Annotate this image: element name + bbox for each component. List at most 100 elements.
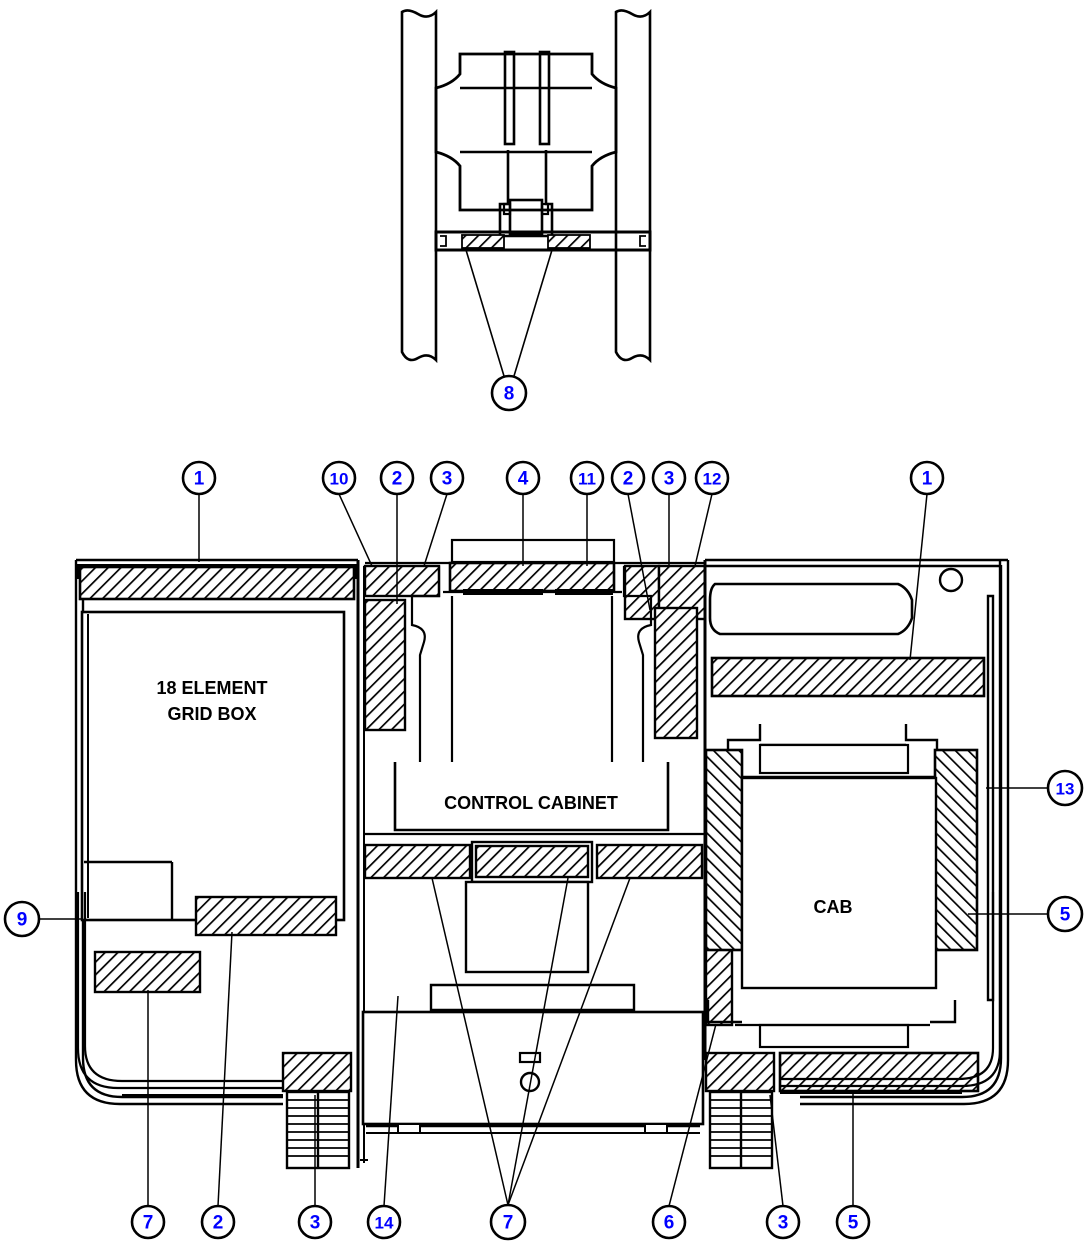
cab-post-left: [704, 748, 744, 952]
callout-11[interactable]: 11: [569, 460, 605, 496]
cab-window-bar: [758, 743, 910, 775]
handrail-right-inner: [780, 892, 995, 1081]
callout-circle: [505, 460, 541, 496]
callout-1[interactable]: 1: [909, 460, 945, 496]
callout-circle: [321, 460, 357, 496]
callout-number: 3: [442, 469, 453, 490]
deck-outline-left: [74, 560, 283, 1106]
callout-number: 14: [375, 1214, 394, 1233]
callout-circle: [181, 460, 217, 496]
main-plan-view: [74, 538, 1010, 1170]
beam-7-left: [363, 843, 472, 880]
callout-circle: [765, 1204, 801, 1240]
cab-label: CAB: [814, 897, 853, 917]
leader-12: [694, 493, 713, 567]
control-cabinet-body: [393, 762, 670, 832]
deck-outline-left-inner: [81, 565, 283, 1099]
callout-circle: [694, 460, 730, 496]
callout-circle: [490, 374, 528, 412]
control-cabinet-label: CONTROL CABINET: [444, 793, 618, 813]
pedestal-box: [508, 198, 544, 236]
callout-number: 9: [17, 910, 28, 931]
leader-2-upper-right: [627, 493, 651, 611]
cabinet-surround-right: [622, 566, 653, 762]
handrail-left-inner: [83, 892, 283, 1083]
beam-4-frame: [450, 538, 616, 564]
grid-box-label-line2: GRID BOX: [167, 704, 256, 724]
callout-5[interactable]: 5: [1046, 895, 1084, 933]
block-10-3: [363, 564, 441, 598]
callout-3[interactable]: 3: [651, 460, 687, 496]
callout-circle: [835, 1204, 871, 1240]
handrail-left-outer: [76, 892, 283, 1090]
deck-plate-1-right: [710, 656, 986, 698]
callout-10[interactable]: 10: [321, 460, 357, 496]
callout-circle: [651, 460, 687, 496]
callout-number: 13: [1056, 780, 1075, 799]
callout-14[interactable]: 14: [366, 1204, 402, 1240]
leader-3-upper-left: [423, 493, 448, 567]
callout-3[interactable]: 3: [429, 460, 465, 496]
callout-circle: [651, 1204, 687, 1240]
callout-circle: [297, 1204, 333, 1240]
leader-8-left: [465, 249, 505, 377]
flange-right: [538, 50, 551, 146]
cab-body: [740, 776, 938, 990]
leader-10: [338, 493, 373, 567]
callout-circle: [569, 460, 605, 496]
callout-number: 2: [623, 469, 634, 490]
callout-number: 10: [330, 470, 349, 489]
deck-plate-5-right: [778, 1051, 980, 1093]
callout-5[interactable]: 5: [835, 1204, 871, 1240]
callout-3[interactable]: 3: [765, 1204, 801, 1240]
callout-12[interactable]: 12: [694, 460, 730, 496]
callout-number: 2: [213, 1213, 224, 1234]
roller-barrel: [434, 52, 618, 212]
callout-number: 2: [392, 469, 403, 490]
callout-8[interactable]: 8: [490, 374, 528, 412]
grid-box-outline: [80, 610, 346, 922]
beam-shim-left: [463, 589, 543, 595]
callout-9[interactable]: 9: [3, 900, 41, 938]
callout-1[interactable]: 1: [181, 460, 217, 496]
cab-rear-b: [930, 1000, 957, 1024]
callout-circle: [429, 460, 465, 496]
callout-circle: [610, 460, 646, 496]
callout-circle: [200, 1204, 236, 1240]
beam-7-right: [595, 843, 704, 880]
tank-rounded: [708, 582, 914, 636]
top-roller-detail: [400, 8, 652, 377]
callout-number: 4: [518, 469, 529, 490]
beam-4-11: [448, 561, 616, 593]
callout-7[interactable]: 7: [130, 1204, 166, 1240]
callout-4[interactable]: 4: [505, 460, 541, 496]
callout-number: 1: [194, 469, 205, 490]
leader-2-bottom: [217, 931, 233, 1207]
callout-2[interactable]: 2: [610, 460, 646, 496]
pad-7-left: [93, 950, 202, 994]
callout-2[interactable]: 2: [379, 460, 415, 496]
callout-13[interactable]: 13: [1046, 769, 1084, 807]
callout-2[interactable]: 2: [200, 1204, 236, 1240]
deck-plate-1-left: [78, 565, 356, 601]
leader-3-bottom-right: [769, 1094, 784, 1207]
block-12: [653, 606, 699, 740]
leader-7-c: [507, 877, 631, 1206]
leader-1-right: [909, 493, 928, 661]
leader-7-a: [431, 877, 509, 1206]
callout-number: 7: [143, 1213, 154, 1234]
callout-3[interactable]: 3: [297, 1204, 333, 1240]
callout-number: 3: [664, 469, 675, 490]
callout-6[interactable]: 6: [651, 1204, 687, 1240]
base-pad-left: [461, 234, 505, 249]
callout-number: 8: [504, 384, 515, 405]
callout-circle: [3, 900, 41, 938]
callout-7[interactable]: 7: [489, 1203, 527, 1241]
pad-2-left: [194, 895, 338, 937]
stair-left-landing: [281, 1051, 353, 1093]
callout-circle: [130, 1204, 166, 1240]
stair-left: [285, 1090, 351, 1170]
platform-slot: [518, 1051, 542, 1064]
callout-circle: [366, 1204, 402, 1240]
